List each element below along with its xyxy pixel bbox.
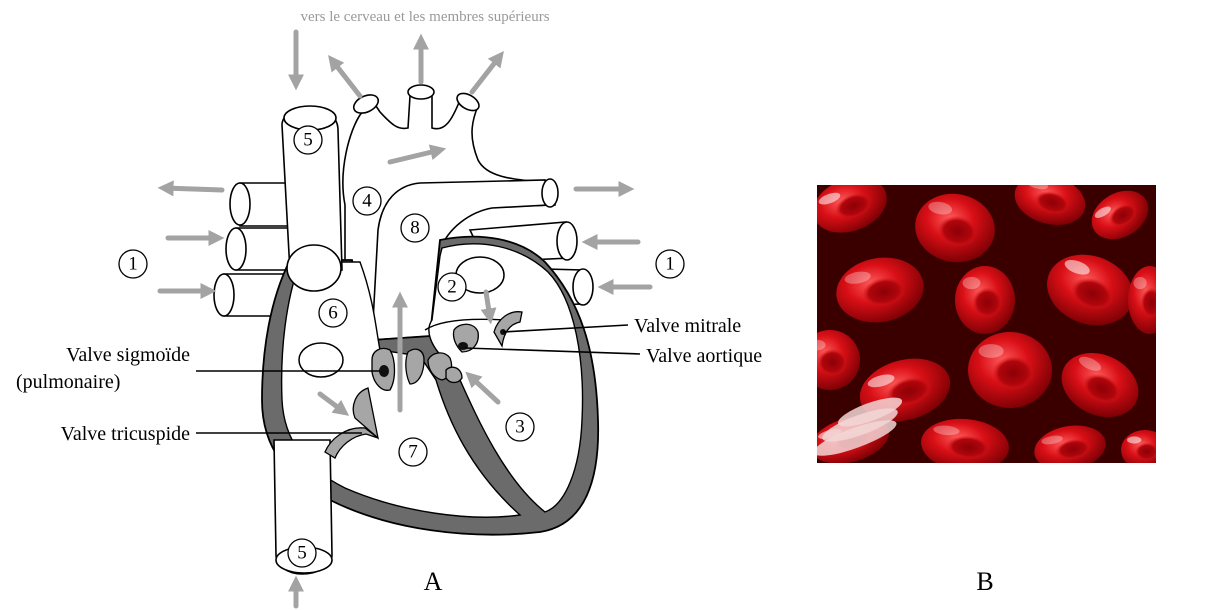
red-blood-cell	[1121, 430, 1169, 470]
marker-4-label: 4	[362, 191, 372, 212]
marker-3-label: 3	[515, 417, 525, 438]
marker-1-left: 1	[119, 250, 147, 278]
red-blood-cell	[968, 332, 1052, 408]
marker-5-bottom-label: 5	[297, 543, 307, 564]
label-valve-sigmoide-sub: (pulmonaire)	[16, 371, 120, 393]
marker-8-label: 8	[410, 218, 420, 239]
marker-3: 3	[506, 413, 534, 441]
marker-1-right-label: 1	[665, 254, 675, 275]
blood-cells-photo	[800, 168, 1172, 476]
marker-2: 2	[438, 273, 466, 301]
top-note: vers le cerveau et les membres supérieur…	[300, 9, 549, 25]
marker-5-bottom: 5	[288, 539, 316, 567]
marker-2-label: 2	[447, 277, 457, 298]
red-blood-cell	[800, 330, 860, 390]
marker-1-right: 1	[656, 250, 684, 278]
marker-8: 8	[401, 214, 429, 242]
heart-diagram: 1 1 2 3 4 5 5 6 7 8 vers le cerveau et l…	[16, 9, 762, 606]
marker-4: 4	[353, 187, 381, 215]
marker-5-top-label: 5	[303, 130, 313, 151]
marker-7-label: 7	[408, 442, 418, 463]
marker-6: 6	[319, 299, 347, 327]
label-valve-tricuspide: Valve tricuspide	[61, 423, 191, 445]
label-valve-mitrale: Valve mitrale	[634, 315, 741, 337]
label-valve-aortique: Valve aortique	[646, 345, 762, 367]
panel-b-letter: B	[976, 567, 993, 596]
panel-a-letter: A	[424, 567, 443, 596]
marker-6-label: 6	[328, 303, 338, 324]
marker-5-top: 5	[294, 126, 322, 154]
red-blood-cell	[955, 266, 1015, 334]
red-blood-cell	[1128, 266, 1172, 334]
marker-1-left-label: 1	[128, 254, 138, 275]
label-valve-sigmoide: Valve sigmoïde	[66, 344, 190, 366]
marker-7: 7	[399, 438, 427, 466]
